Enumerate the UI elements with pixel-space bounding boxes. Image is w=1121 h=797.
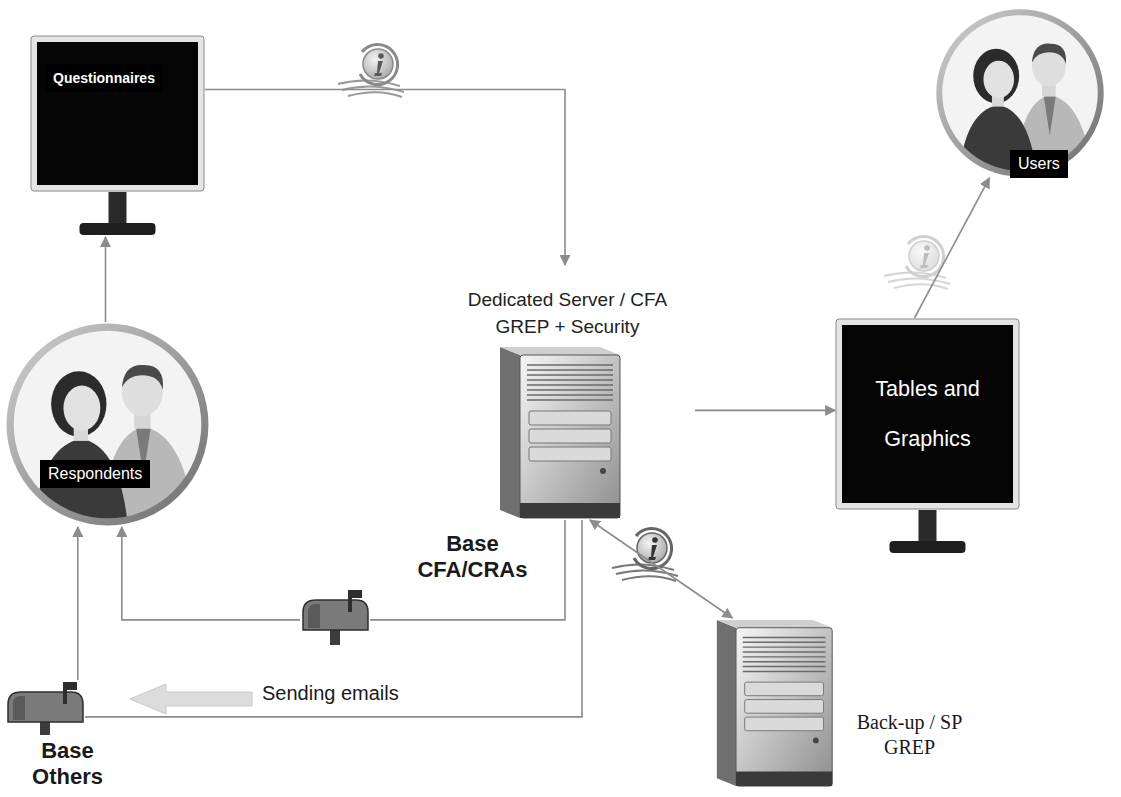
mailbox-illustration xyxy=(300,588,370,645)
people-circle: Respondents xyxy=(5,322,210,527)
connector xyxy=(122,527,300,620)
connector xyxy=(590,520,733,618)
flow-label: Sending emails xyxy=(258,682,403,705)
backup-server-node: Back-up / SP GREP xyxy=(712,618,967,793)
text-area: Respondents xyxy=(40,460,150,488)
base-label: Base CFA/CRAs xyxy=(405,531,540,584)
connector xyxy=(77,527,79,680)
connector xyxy=(105,237,107,322)
connector xyxy=(85,520,582,717)
screen-label: Tables and Graphics xyxy=(842,364,1013,463)
server-node: Dedicated Server / CFA GREP + Security xyxy=(440,265,695,520)
people-illustration xyxy=(5,322,210,527)
info-icon xyxy=(884,237,950,289)
text-area: Base CFA/CRAs xyxy=(405,531,540,584)
circle-label: Respondents xyxy=(40,460,150,488)
server-illustration xyxy=(495,345,625,520)
big-arrow xyxy=(130,684,252,714)
mailbox-node: Base Others xyxy=(5,680,85,735)
screen-label: Questionnaires xyxy=(45,64,163,92)
connector xyxy=(205,90,565,266)
monitor-node: Tables and Graphics xyxy=(835,318,1020,555)
circle-label: Users xyxy=(1010,150,1068,178)
text-area: Tables and Graphics xyxy=(842,325,1013,503)
text-area: Base Others xyxy=(20,738,115,791)
connector xyxy=(915,178,990,318)
monitor-node: Questionnaires xyxy=(30,35,205,237)
server-illustration xyxy=(712,618,837,788)
server-title: Back-up / SP GREP xyxy=(847,710,972,760)
text-area: Users xyxy=(1010,150,1068,178)
text-area: Back-up / SP GREP xyxy=(847,710,972,760)
mailbox-node: Base CFA/CRAs xyxy=(300,588,370,645)
mailbox-illustration xyxy=(5,680,85,735)
base-label: Base Others xyxy=(20,738,115,791)
people-circle: Users xyxy=(935,8,1105,178)
connector xyxy=(370,520,565,620)
text-area: Dedicated Server / CFA GREP + Security xyxy=(440,287,695,340)
connector xyxy=(695,410,835,412)
text-area: Questionnaires xyxy=(37,42,198,185)
server-title: Dedicated Server / CFA GREP + Security xyxy=(440,287,695,340)
